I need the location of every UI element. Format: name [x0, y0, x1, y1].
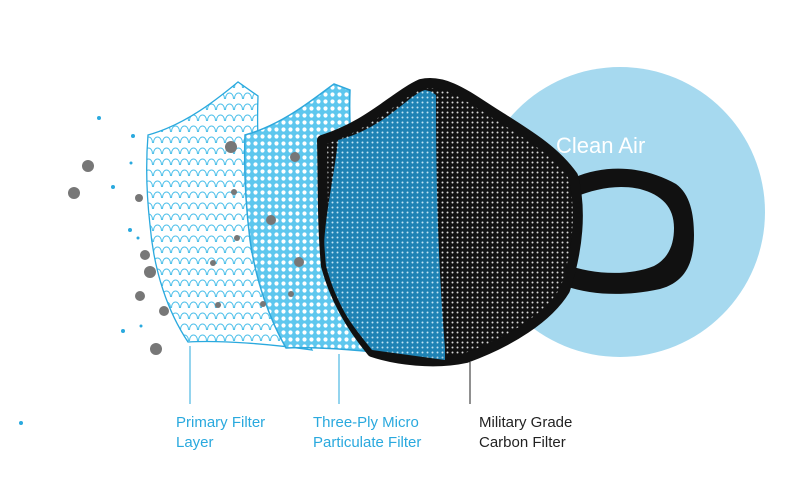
primary-filter-label: Primary Filter Layer: [176, 413, 265, 453]
three-ply-label: Three-Ply Micro Particulate Filter: [313, 413, 421, 453]
carbon-filter-label-line1: Military Grade: [479, 414, 573, 431]
carbon-filter-label-line2: Carbon Filter: [479, 434, 566, 451]
droplets: [19, 116, 143, 425]
particles: [68, 141, 304, 355]
primary-filter-label-line2: Layer: [176, 434, 214, 451]
primary-filter-label-line1: Primary Filter: [176, 414, 266, 431]
leader-lines: [189, 346, 471, 404]
carbon-filter-layer: [317, 78, 694, 367]
carbon-filter-label: Military Grade Carbon Filter: [479, 413, 572, 453]
three-ply-label-line2: Particulate Filter: [313, 434, 422, 451]
three-ply-label-line1: Three-Ply Micro: [313, 414, 419, 431]
clean-air-label: Clean Air: [556, 133, 646, 158]
